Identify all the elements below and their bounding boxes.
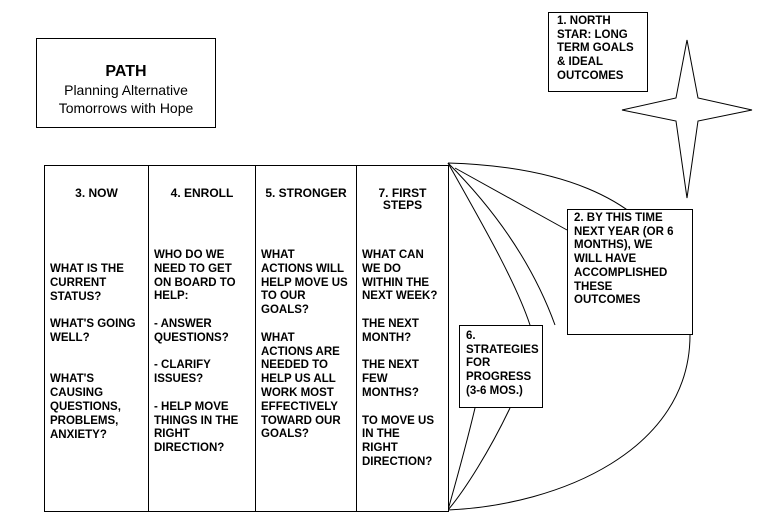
one-year-goals-box: 2. BY THIS TIME NEXT YEAR (OR 6 MONTHS),… <box>567 209 693 335</box>
column-enroll: 4. ENROLL WHO DO WE NEED TO GET ON BOARD… <box>148 165 256 512</box>
one-year-goals-text: 2. BY THIS TIME NEXT YEAR (OR 6 MONTHS),… <box>574 212 674 307</box>
column-stronger-body: WHAT ACTIONS WILL HELP MOVE US TO OUR GO… <box>261 249 348 441</box>
column-now: 3. NOW WHAT IS THE CURRENT STATUS? WHAT'… <box>44 165 149 512</box>
inner-arc-upper-right <box>447 162 556 326</box>
path-title: PATH <box>105 63 147 80</box>
year-connector <box>454 167 568 231</box>
column-enroll-header: 4. ENROLL <box>170 186 234 200</box>
column-first-steps: 7. FIRST STEPS WHAT CAN WE DO WITHIN THE… <box>356 165 449 512</box>
north-star-icon <box>621 39 753 199</box>
inner-arc-lower-left <box>447 407 476 511</box>
column-first-steps-header: 7. FIRST STEPS <box>378 186 427 212</box>
path-subtitle-line1: Planning Alternative <box>64 82 188 98</box>
path-subtitle-line2: Tomorrows with Hope <box>58 100 194 116</box>
column-stronger: 5. STRONGER WHAT ACTIONS WILL HELP MOVE … <box>255 165 357 512</box>
column-first-steps-body: WHAT CAN WE DO WITHIN THE NEXT WEEK? THE… <box>362 249 438 468</box>
path-title-box: PATH Planning Alternative Tomorrows with… <box>36 38 216 128</box>
column-now-body: WHAT IS THE CURRENT STATUS? WHAT'S GOING… <box>50 263 136 441</box>
column-stronger-header: 5. STRONGER <box>265 186 347 200</box>
strategies-text: 6. STRATEGIES FOR PROGRESS (3-6 MOS.) <box>466 330 539 397</box>
inner-arc-upper-left <box>447 162 531 326</box>
north-star-text: 1. NORTH STAR: LONG TERM GOALS & IDEAL O… <box>557 15 634 82</box>
column-now-header: 3. NOW <box>75 186 118 200</box>
strategies-box: 6. STRATEGIES FOR PROGRESS (3-6 MOS.) <box>459 325 543 408</box>
north-star-box: 1. NORTH STAR: LONG TERM GOALS & IDEAL O… <box>548 12 648 92</box>
column-enroll-body: WHO DO WE NEED TO GET ON BOARD TO HELP: … <box>154 249 239 455</box>
inner-arc-lower-right <box>447 407 511 511</box>
